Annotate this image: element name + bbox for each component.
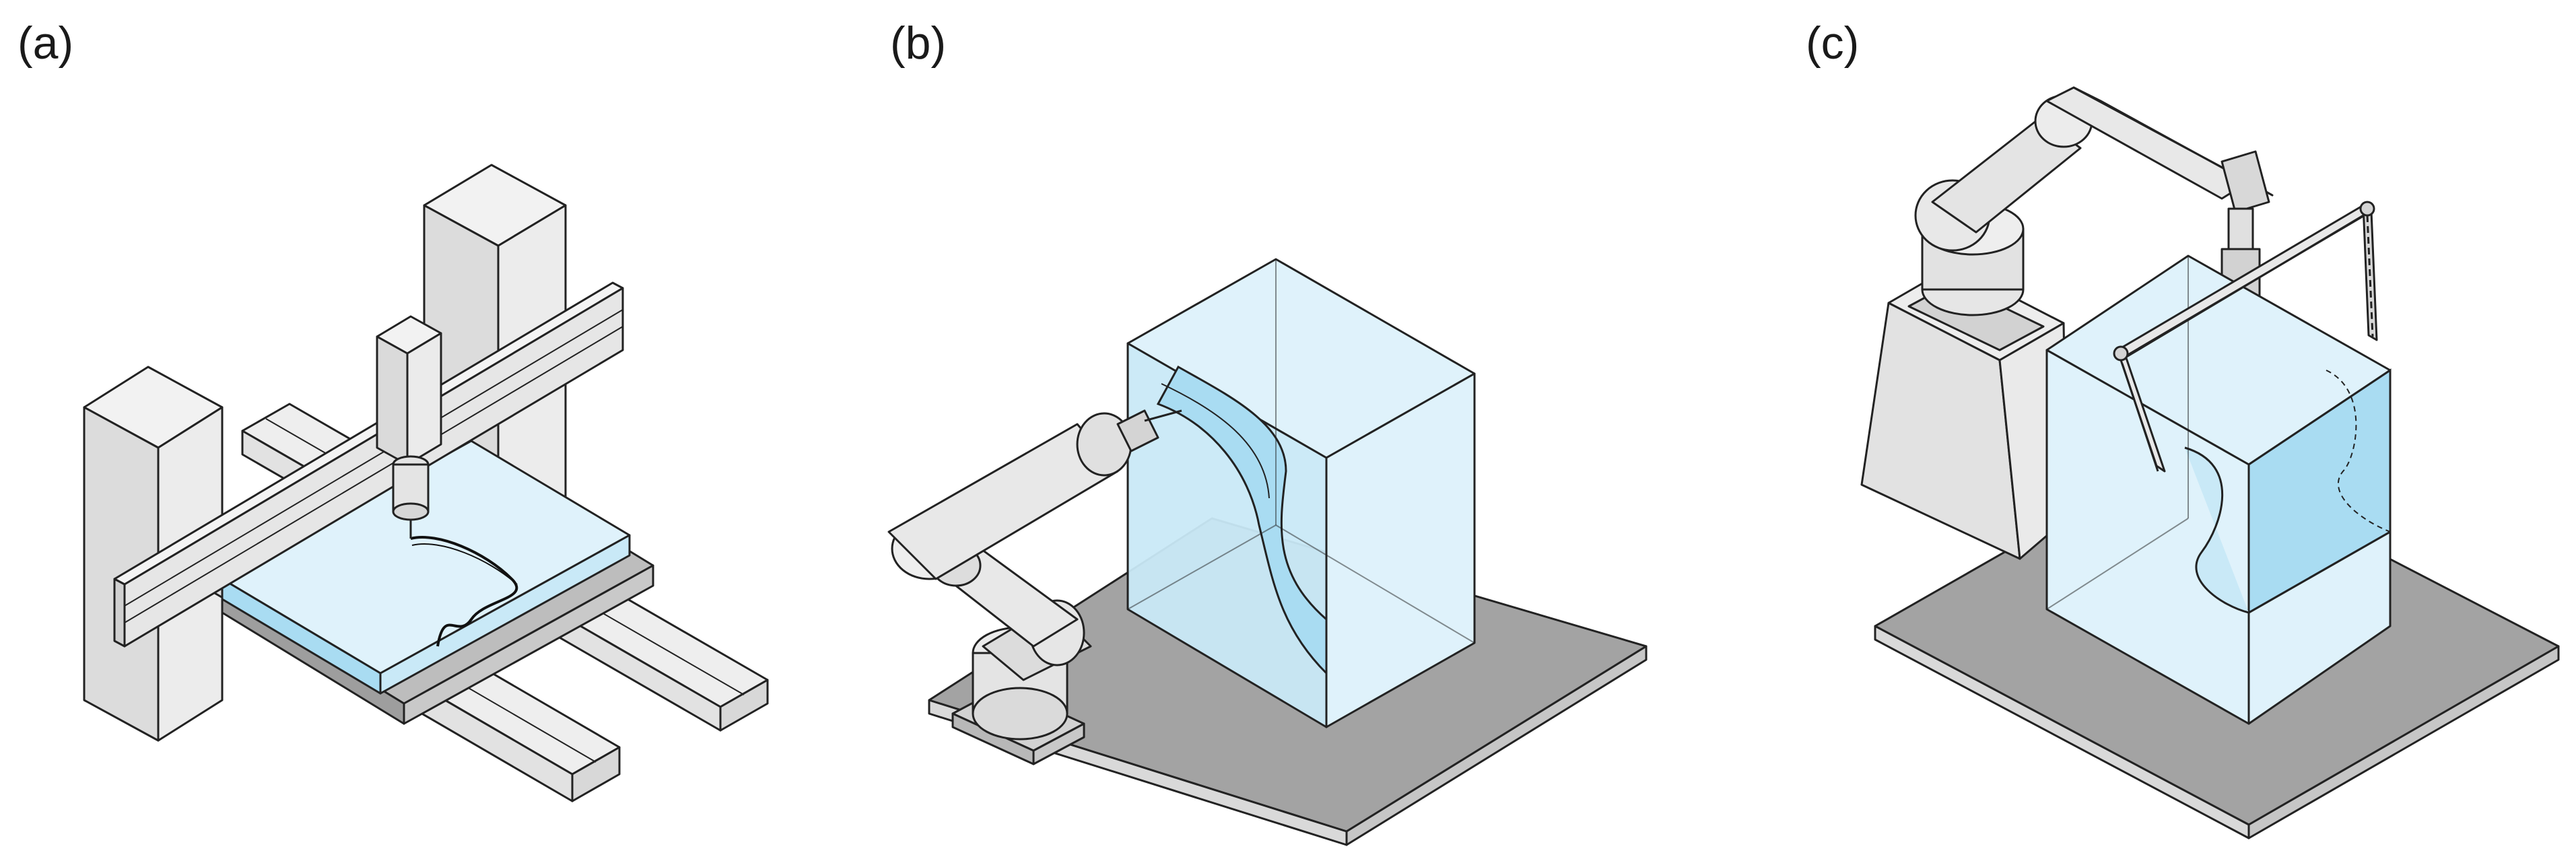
panel-label-b: (b): [890, 18, 947, 69]
spindle-carriage: [376, 315, 442, 466]
gantry-cnc-machine: [83, 164, 769, 802]
robot-arm: [887, 409, 1182, 681]
workpiece-block-c: [2045, 254, 2392, 725]
spindle: [392, 455, 430, 539]
robot-milling-setup: [887, 258, 1648, 846]
panel-label-a: (a): [18, 18, 74, 69]
panel-label-c: (c): [1806, 18, 1860, 69]
robot-wire-saw-setup: [1860, 86, 2560, 839]
milled-channel: [1156, 365, 1328, 676]
wire-saw-frame: [2113, 201, 2378, 473]
workpiece-block: [1126, 258, 1476, 728]
gantry-beam: [113, 281, 624, 648]
tool-path: [410, 536, 518, 647]
